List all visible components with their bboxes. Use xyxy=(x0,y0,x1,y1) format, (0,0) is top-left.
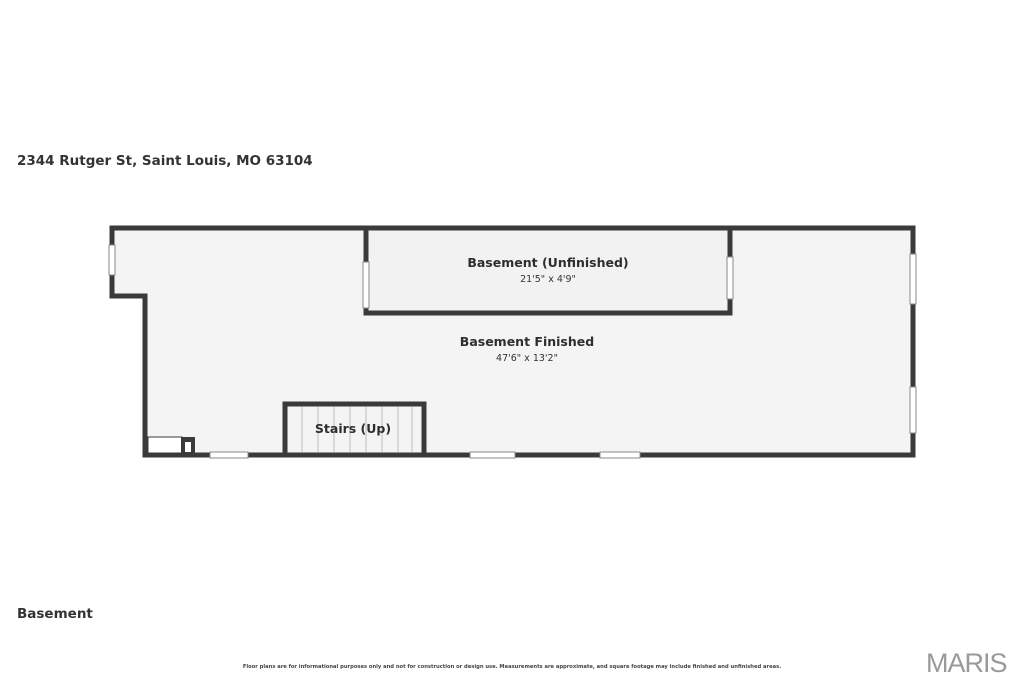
window-bottom-2 xyxy=(469,451,516,459)
windows xyxy=(108,244,917,459)
window-left-top xyxy=(108,244,116,276)
property-address: 2344 Rutger St, Saint Louis, MO 63104 xyxy=(17,153,313,169)
window-unfinished-left xyxy=(362,261,370,309)
unfinished-room-area xyxy=(366,231,730,313)
room-name-unfinished: Basement (Unfinished) xyxy=(467,255,628,270)
room-name-finished: Basement Finished xyxy=(460,334,594,349)
window-bottom-3 xyxy=(599,451,641,459)
stairs-walls xyxy=(282,401,427,455)
window-right-lower xyxy=(909,386,917,434)
window-right-upper xyxy=(909,253,917,305)
floor-level-label: Basement xyxy=(17,606,93,622)
room-name-stairs: Stairs (Up) xyxy=(315,421,391,436)
maris-logo: MARIS xyxy=(926,648,1008,678)
window-bottom-1 xyxy=(209,451,249,459)
utility-box xyxy=(147,436,195,455)
disclaimer-text: Floor plans are for informational purpos… xyxy=(242,664,782,670)
room-dims-finished: 47'6" x 13'2" xyxy=(496,353,558,364)
stair-treads xyxy=(301,407,413,452)
window-unfinished-right xyxy=(726,256,734,300)
exterior-walls xyxy=(109,225,916,458)
room-dims-unfinished: 21'5" x 4'9" xyxy=(520,274,576,285)
